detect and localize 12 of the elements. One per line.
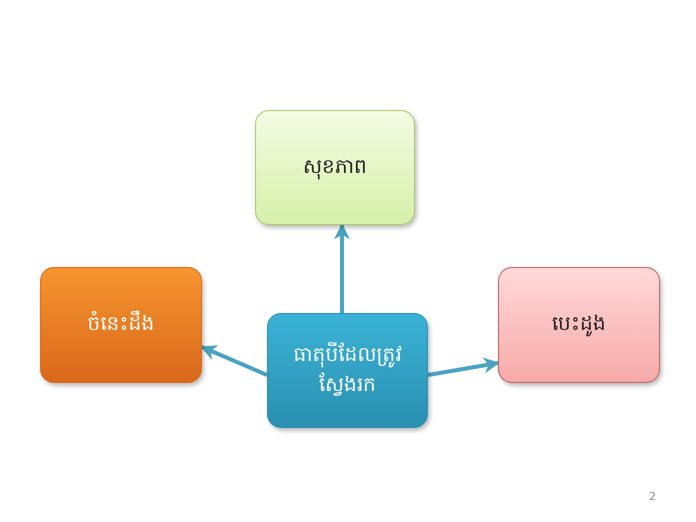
arrow <box>334 223 350 313</box>
page-number: 2 <box>649 490 656 503</box>
arrow <box>428 358 500 377</box>
item-box <box>40 267 202 383</box>
box-label: បេះដូង <box>552 310 606 338</box>
box-label: ចំនេះដឹង <box>88 310 154 337</box>
box-label: ធាតុបីដែលត្រូវស្វែងរក <box>292 340 402 398</box>
item-box <box>255 110 415 225</box>
arrow <box>200 345 268 377</box>
box-label: សុខភាព <box>303 152 367 182</box>
topic-box <box>267 313 428 428</box>
item-box <box>498 267 660 383</box>
